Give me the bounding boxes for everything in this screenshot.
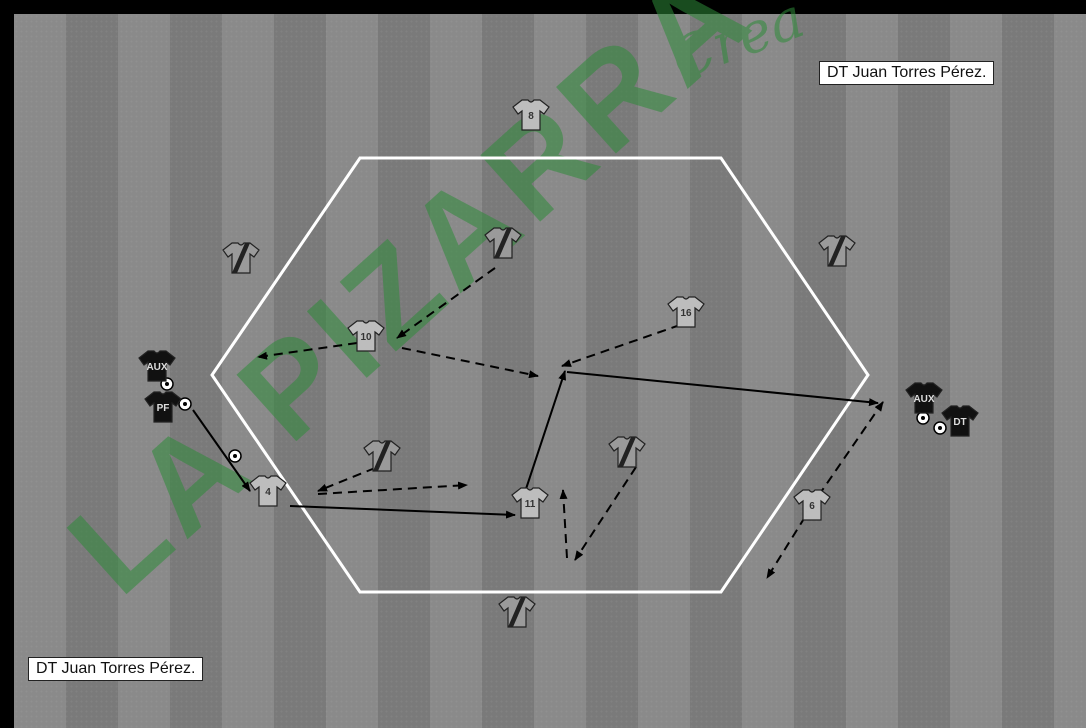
pass-arrow [523,371,565,498]
shirt-number: DT [953,417,966,428]
coach-label-top: DT Juan Torres Pérez. [819,61,994,85]
move-arrow [767,517,805,578]
staff-shirt: AUX [139,351,175,381]
shirt-number: 6 [809,501,815,512]
player-light-shirt: 16 [668,297,704,327]
ball-icon [934,422,946,434]
shirt-number: 16 [680,308,692,319]
staff-shirt: AUX [906,383,942,413]
shirt-number: 10 [360,332,372,343]
shirt-number: 4 [265,487,271,498]
shirt-number: PF [157,403,170,414]
pass-arrow [567,372,878,403]
move-arrow [575,467,636,560]
shirt-number: AUX [146,362,167,373]
player-light-shirt: 11 [512,488,548,518]
player-light-shirt: 6 [794,490,830,520]
move-arrow [318,468,375,491]
player-dark-shirt [609,437,645,467]
move-arrow [563,490,567,558]
player-dark-shirt [499,597,535,627]
ball-icon [917,412,929,424]
staff-shirt: DT [942,406,978,436]
ball-icon [229,450,241,462]
watermark: LA PIZARRA DEL Crea [41,0,1020,621]
shirt-number: 8 [528,111,534,122]
player-dark-shirt [364,441,400,471]
shirt-number: 11 [525,499,536,510]
pass-arrow [290,506,515,515]
player-dark-shirt [819,236,855,266]
player-dark-shirt [223,243,259,273]
shirt-number: AUX [913,394,934,405]
move-arrow [562,325,680,366]
watermark-main: LA PIZARRA DEL [41,0,1020,621]
move-arrow [318,485,467,494]
coach-label-bottom: DT Juan Torres Pérez. [28,657,203,681]
